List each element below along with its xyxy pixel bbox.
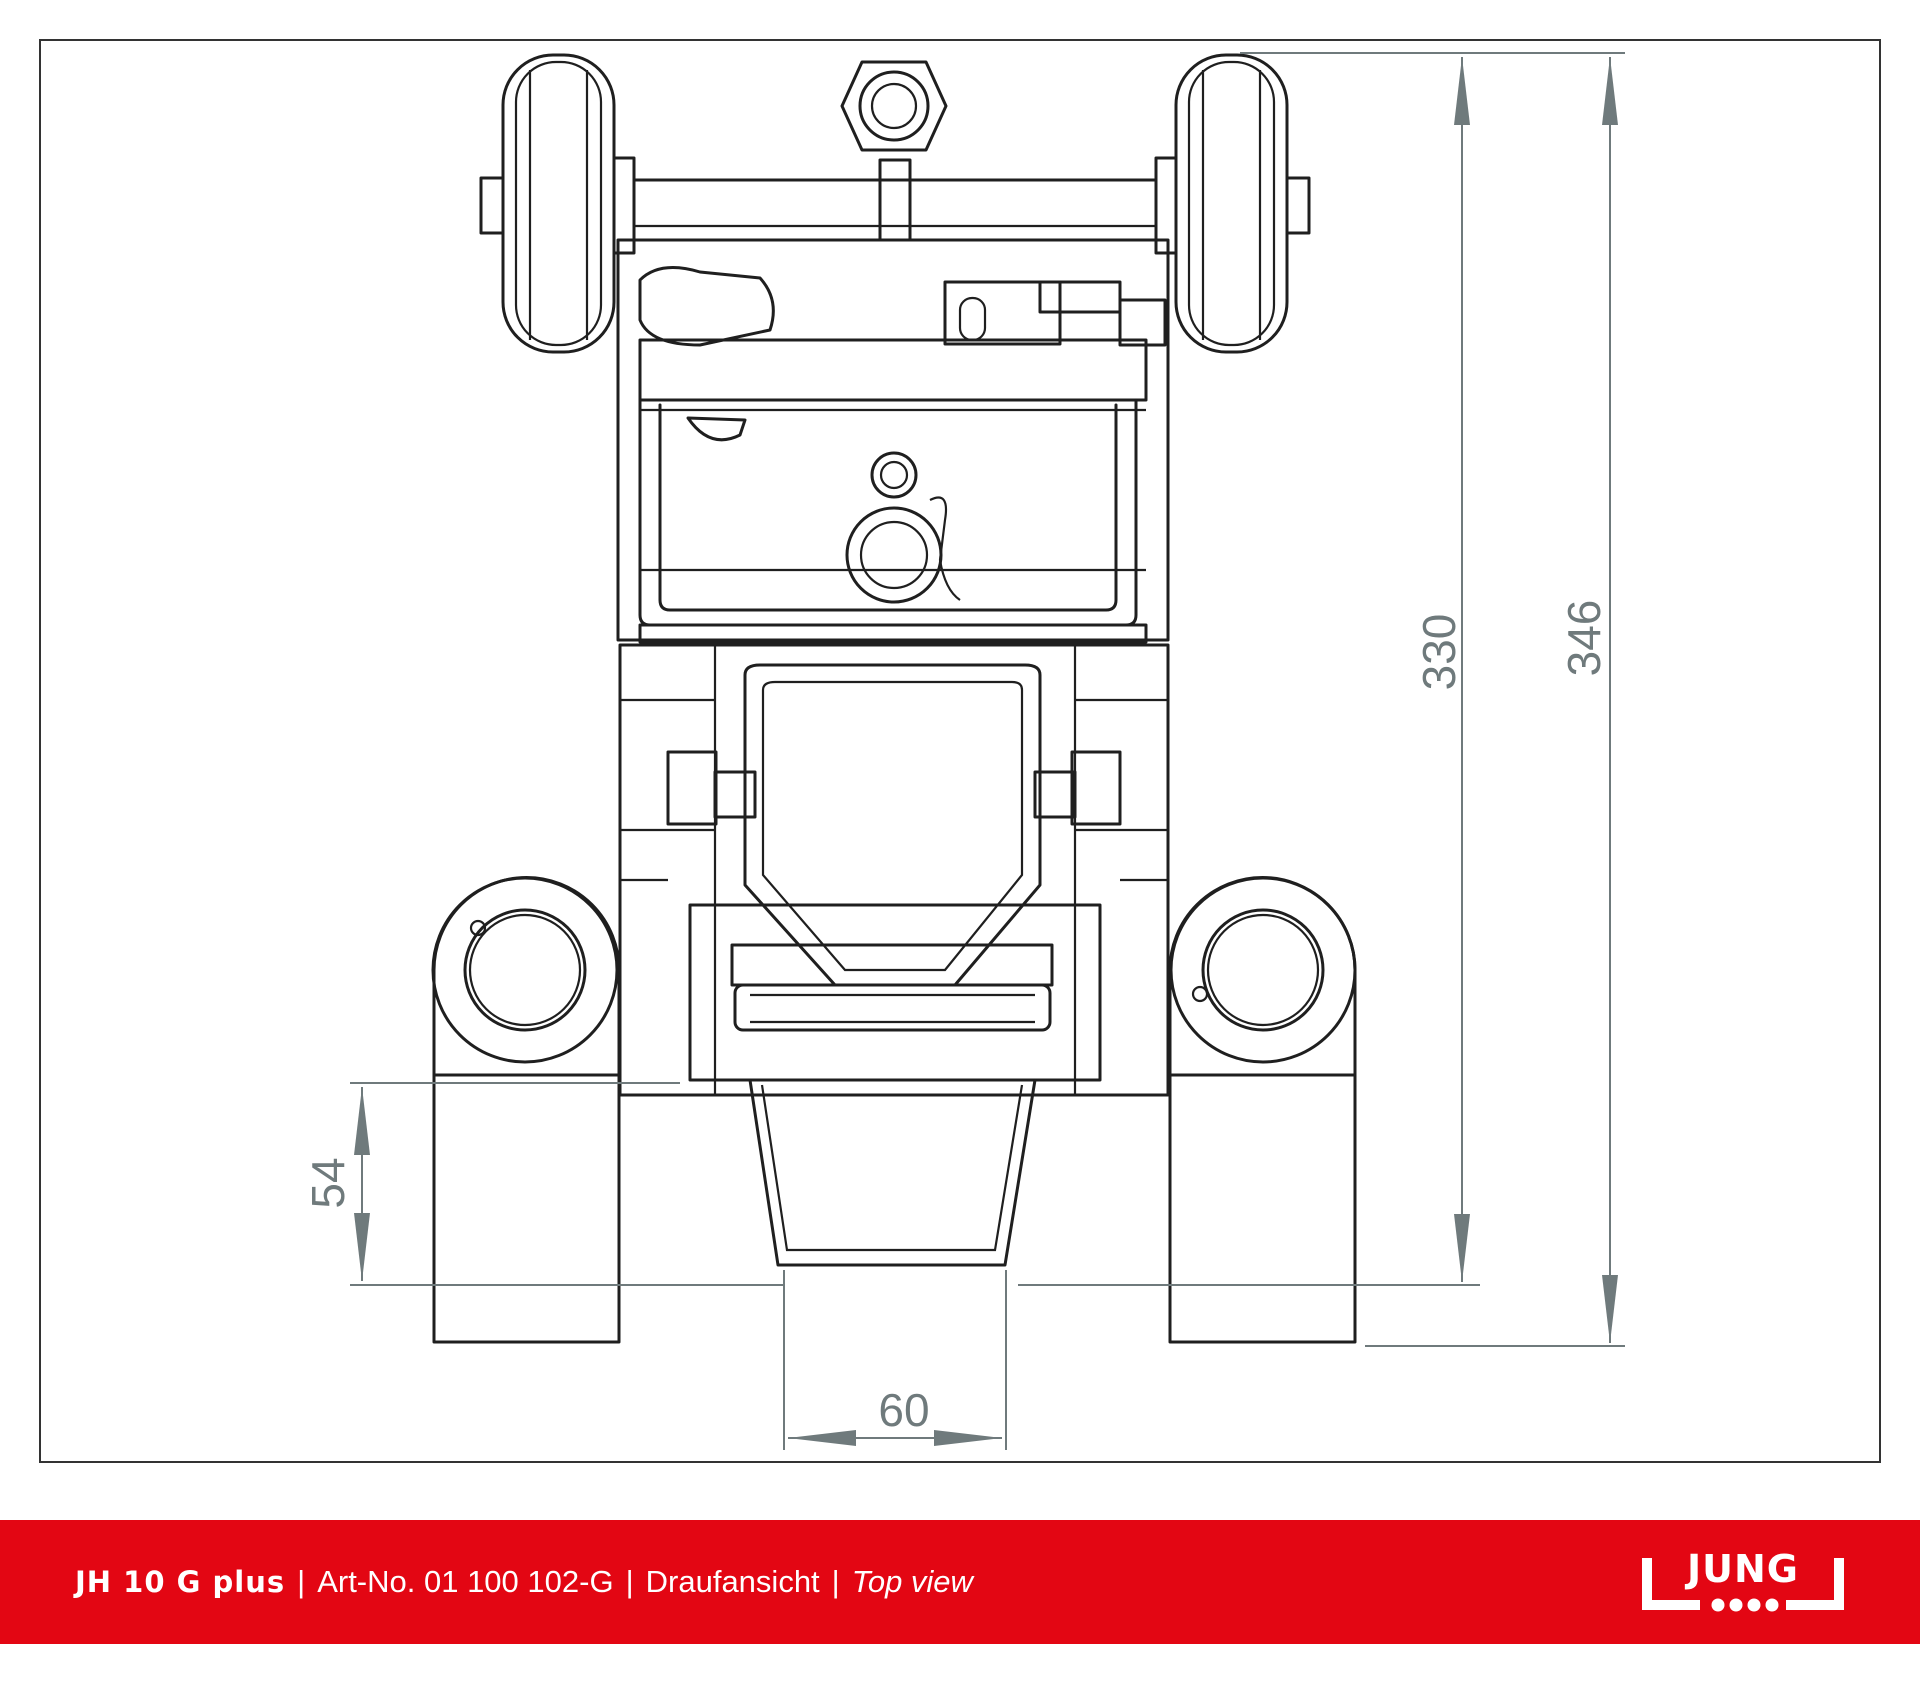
dimension-60-label: 60 <box>878 1384 929 1436</box>
saddle-plate <box>743 663 1042 987</box>
dimension-346-label: 346 <box>1558 600 1610 677</box>
article-number: Art-No. 01 100 102-G <box>317 1564 614 1599</box>
wheel-left <box>479 53 636 354</box>
hex-nut <box>840 60 948 152</box>
separator: | <box>831 1564 840 1599</box>
model-name: JH 10 G plus <box>75 1565 286 1599</box>
drawing-frame <box>39 39 1881 1463</box>
handle-socket <box>638 266 1167 442</box>
nose-piece <box>748 1078 1037 1267</box>
dimension-54: 54 <box>302 1082 785 1286</box>
pump-body <box>616 238 1170 644</box>
wheel-right <box>1154 53 1311 354</box>
footer-bar: JH 10 G plus | Art-No. 01 100 102-G | Draufa… <box>0 1520 1920 1644</box>
footer-caption: JH 10 G plus | Art-No. 01 100 102-G | Draufa… <box>75 1520 973 1644</box>
dimension-330: 330 <box>1018 52 1480 1286</box>
separator: | <box>297 1564 306 1599</box>
view-label-de: Draufansicht <box>645 1564 820 1599</box>
dimension-346: 346 <box>1240 52 1625 1347</box>
chassis <box>618 643 1170 1097</box>
view-label-en: Top view <box>851 1564 973 1599</box>
dimension-60: 60 <box>783 1270 1007 1450</box>
technical-drawing: 330 346 54 60 <box>39 39 1881 1463</box>
axle-bar <box>632 158 1158 242</box>
svg-text:JUNG: JUNG <box>1684 1548 1799 1591</box>
dimension-54-label: 54 <box>302 1157 354 1208</box>
front-roller-right <box>1168 876 1357 1344</box>
lift-ring <box>845 451 961 604</box>
front-roller-left <box>431 876 621 1344</box>
crossbar <box>688 903 1102 1082</box>
dimension-330-label: 330 <box>1413 614 1465 691</box>
separator: | <box>625 1564 634 1599</box>
jung-logo: JUNG <box>1642 1548 1844 1612</box>
